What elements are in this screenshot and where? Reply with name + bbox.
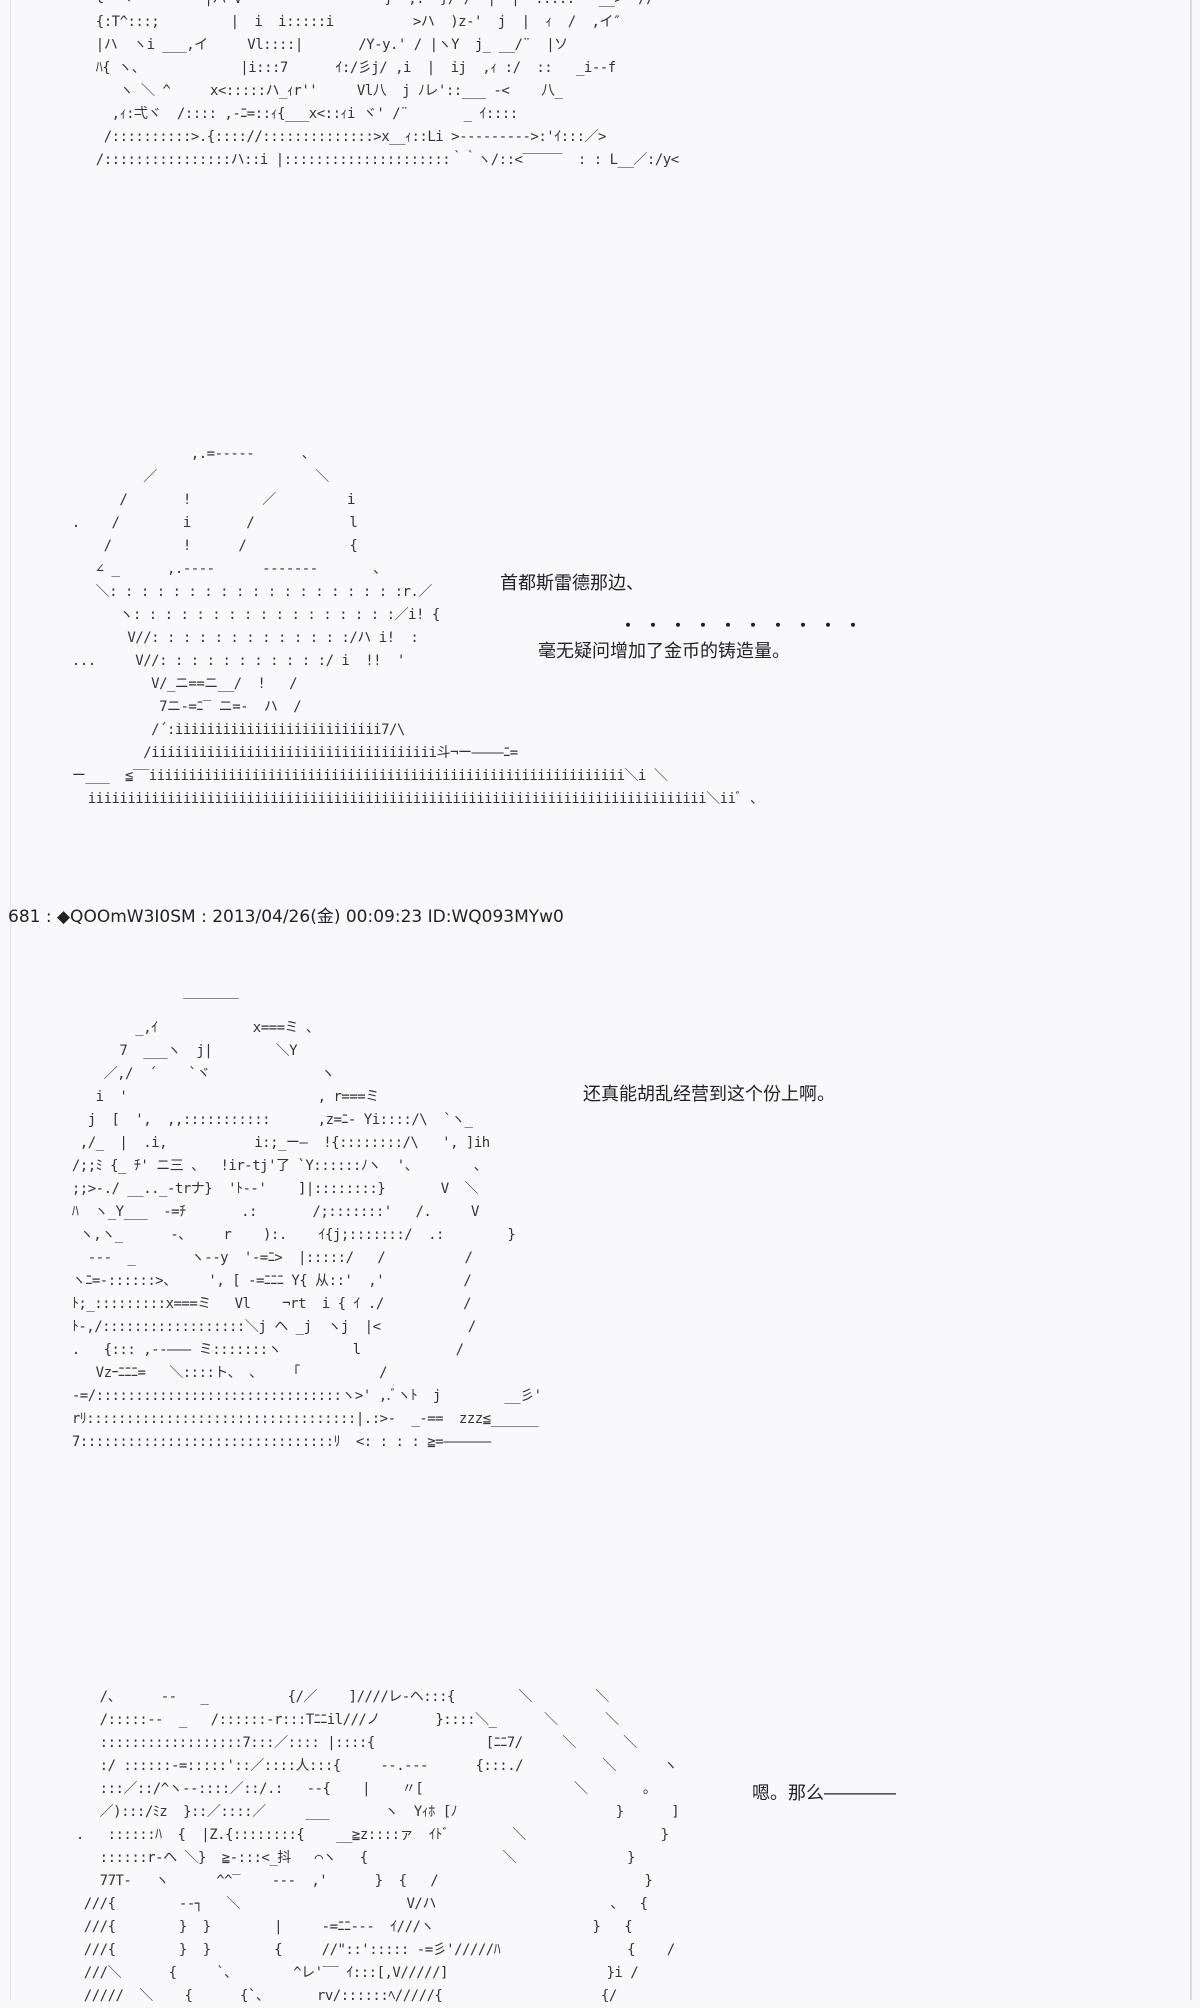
ascii-art-2: ,.=----- 、 ／ ＼ / ! ／ i . / i / l / ! / {… (71, 446, 764, 807)
dialogue-line-3: 还真能胡乱经营到这个份上啊。 (583, 1084, 835, 1105)
ascii-art-3: ‾‾‾‾‾‾‾ _,ｲ x===ミ 、 7 ___ヽ j| ＼Y ／,/ ´ `… (71, 997, 542, 1450)
post-header: 681 : ◆QOOmW3I0SM : 2013/04/26(金) 00:09:… (8, 907, 564, 927)
ascii-art-1: l ヽ |ハ V } ,. }/ / | | ::::: __> // {:T^… (95, 0, 679, 168)
ascii-art-4: /、 ‐‐ _ {/／ ]////レ‐ヘ:::{ ＼ ＼ /:::::‐‐ _ … (75, 1689, 680, 2004)
left-border (10, 0, 11, 2000)
dialogue-line-2: 毫无疑问增加了金币的铸造量。 (538, 641, 790, 662)
emphasis-dots: ・・・・・・・・・・ (620, 616, 871, 635)
scrollbar[interactable] (1190, 0, 1192, 2000)
dialogue-line-4: 嗯。那么―――― (752, 1783, 896, 1804)
dialogue-line-1: 首都斯雷德那边、 (500, 573, 644, 594)
